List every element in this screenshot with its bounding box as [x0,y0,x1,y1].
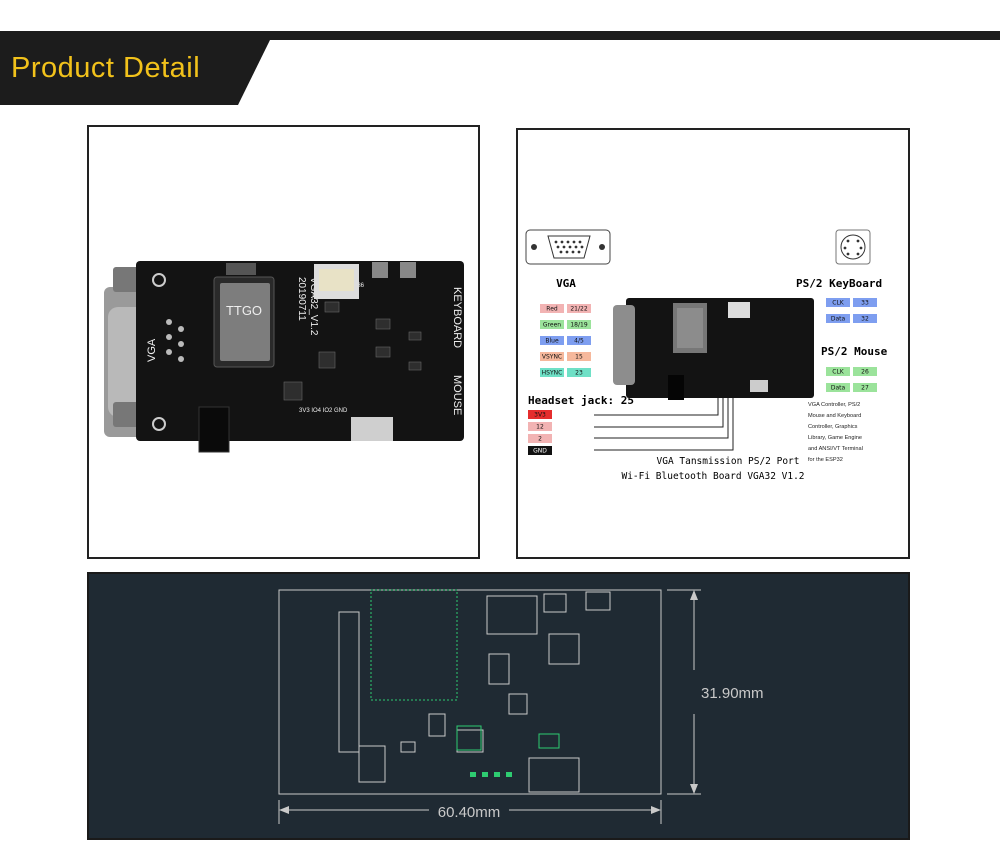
headset-pin-name: GND [533,448,547,455]
mouse-pin-number: 26 [861,369,869,376]
vga-pin-name-tag [540,320,564,329]
vga-pin-name: HSYNC [542,370,563,377]
vga-pin-number-tag [567,304,591,313]
vga-pin-number-tag [567,336,591,345]
keyboard-pin-name: CLK [832,300,845,307]
mouse-pin-number-tag [853,367,877,376]
height-dimension: 31.90mm [701,685,764,702]
headset-pin-name-tag [528,446,552,455]
top-bar [0,31,1000,40]
pinout-diagram: VGA PS/2 KeyBoard PS/2 Mouse Headset jac… [525,229,888,482]
dimension-drawing-frame: 31.90mm 60.40mm [87,572,910,840]
vga-pin-name: Red [546,306,558,313]
description-line: and ANSI/VT Terminal [808,446,863,452]
width-dimension: 60.40mm [438,804,501,821]
vga-pin-number: 18/19 [570,322,587,329]
version-silk-label: VGA32_V1.2 [308,277,319,336]
headset-title: Headset jack: 25 [528,394,634,407]
description-line: for the ESP32 [808,457,843,463]
vga-pin-name-tag [540,304,564,313]
vga-pin-name: Green [543,322,561,329]
dimension-drawing: 31.90mm 60.40mm [278,589,764,824]
headset-pin-name: 3V3 [534,412,546,419]
keyboard-pin-name-tag [826,298,850,307]
date-silk-label: 20190711 [296,277,307,321]
headset-pin-name-tag [528,434,552,443]
vga-pin-number: 15 [575,354,583,361]
vga-pin-number: 21/22 [570,306,587,313]
board-photo: TTGO VGA KEYBOARD MOUSE 20190711 VGA32_V… [89,127,478,557]
description-line: Mouse and Keyboard [808,413,861,419]
brand-label: TTGO [226,303,262,318]
vga-title: VGA [556,277,576,290]
description-line: Controller, Graphics [808,424,858,430]
mouse-silk-label: MOUSE [451,375,463,415]
vga-pin-name-tag [540,352,564,361]
mouse-pin-name: Data [831,385,846,392]
headset-pin-name-tag [528,422,552,431]
pinout-diagram-frame: VGA PS/2 KeyBoard PS/2 Mouse Headset jac… [516,128,910,559]
mouse-pin-name: CLK [832,369,845,376]
keyboard-title: PS/2 KeyBoard [796,277,882,290]
mouse-pin-number: 27 [861,385,869,392]
keyboard-pin-number-tag [853,298,877,307]
keyboard-pin-name: Data [831,316,846,323]
vga-pin-number-tag [567,320,591,329]
vga-pin-name-tag [540,336,564,345]
description-line: VGA Controller, PS/2 [808,402,860,408]
vga-silk-label: VGA [146,338,158,362]
pins-silk-label: 3V3 IO4 IO2 GND [299,408,348,414]
keyboard-pin-number: 32 [861,316,869,323]
board-photo-frame: TTGO VGA KEYBOARD MOUSE 20190711 VGA32_V… [87,125,480,559]
caption-line1: VGA Tansmission PS/2 Port [657,456,800,467]
mouse-pin-name-tag [826,383,850,392]
mouse-pin-name-tag [826,367,850,376]
description-line: Library, Game Engine [808,435,862,441]
page-title: Product Detail [11,52,201,84]
mouse-pin-number-tag [853,383,877,392]
keyboard-pin-name-tag [826,314,850,323]
vga-pin-number-tag [567,368,591,377]
vga-pin-name: Blue [545,338,559,345]
keyboard-pin-number-tag [853,314,877,323]
mouse-title: PS/2 Mouse [821,345,888,358]
vga-pin-number: 23 [575,370,583,377]
headset-pin-name: 2 [538,436,542,443]
vga-pin-name-tag [540,368,564,377]
vga-pin-number-tag [567,352,591,361]
vga-pin-name: VSYNC [542,354,562,361]
keyboard-silk-label: KEYBOARD [451,287,463,348]
vga-pin-number: 4/5 [574,338,584,345]
keyboard-pin-number: 33 [861,300,869,307]
header-banner [0,40,270,105]
headset-pin-name-tag [528,410,552,419]
caption-line2: Wi-Fi Bluetooth Board VGA32 V1.2 [621,471,804,482]
headset-pin-name: 12 [536,424,544,431]
